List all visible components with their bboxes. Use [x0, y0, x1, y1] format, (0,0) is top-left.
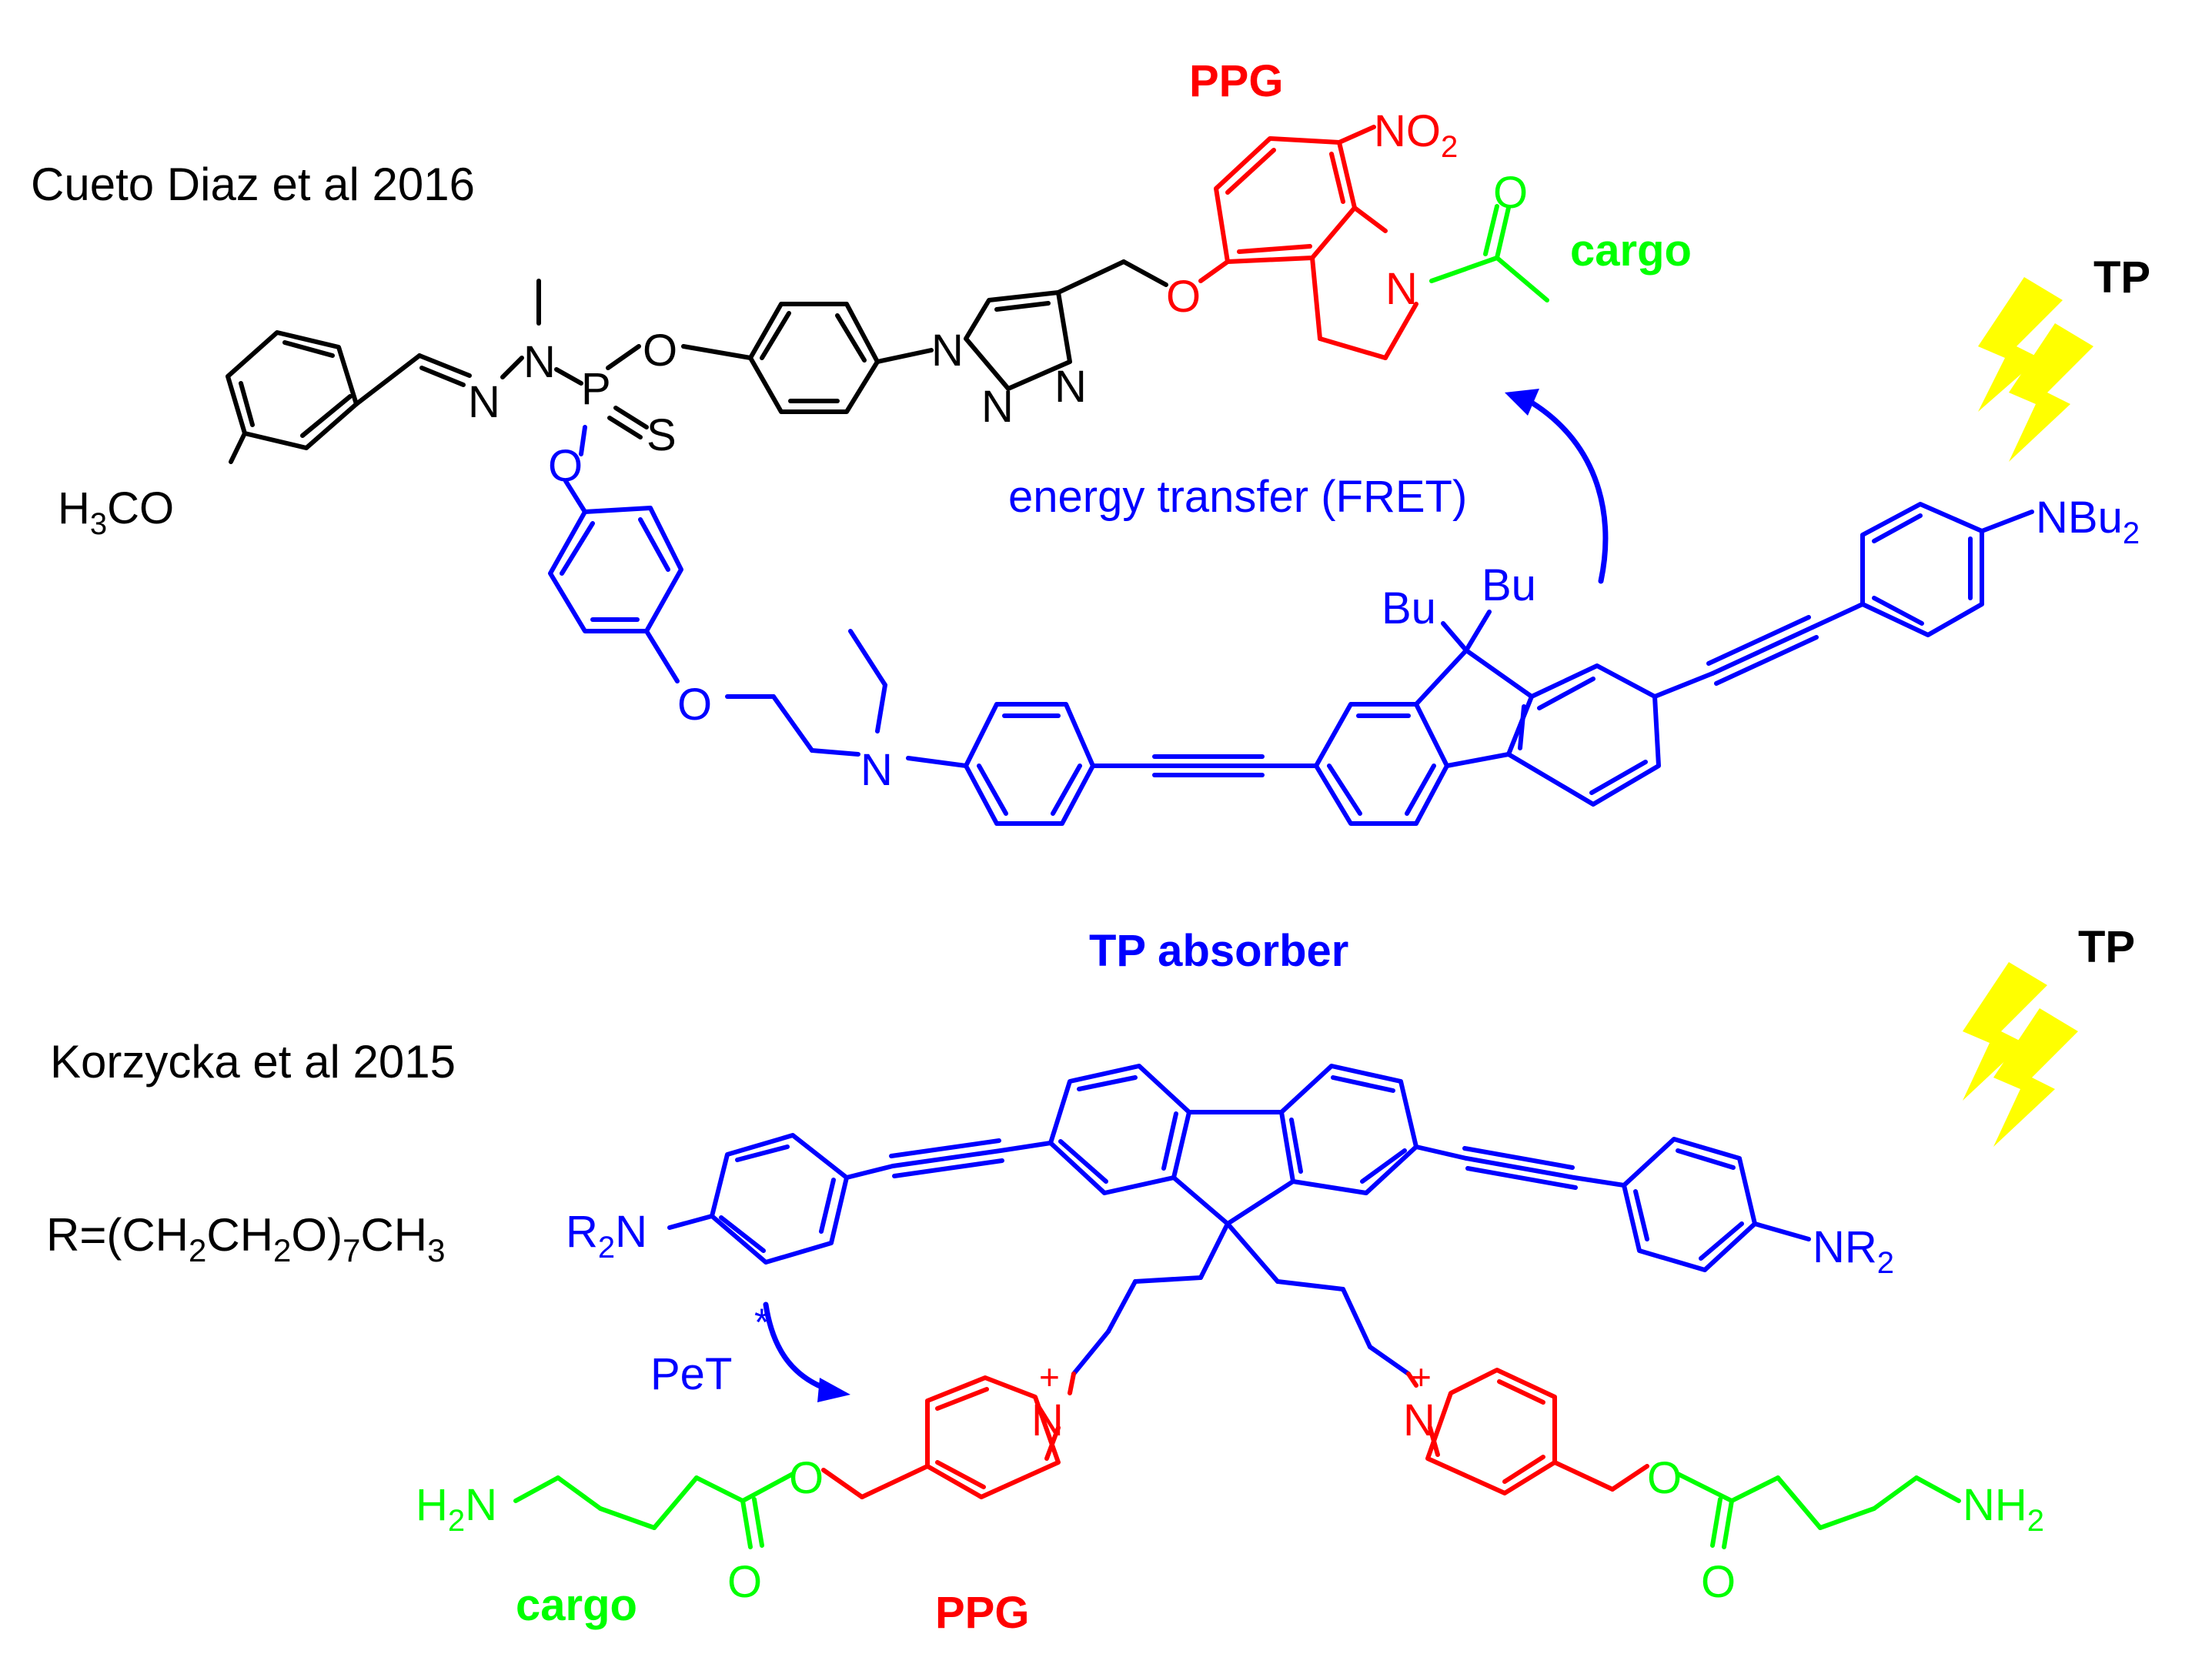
fluorene-ring-left-bottom — [1048, 1064, 1191, 1195]
atom-phosphorus: P — [581, 364, 611, 414]
aniline-ring-top — [964, 702, 1095, 826]
r-definition: R=(CH2CH2O)7CH3 — [46, 1209, 445, 1268]
triazole-ring — [964, 290, 1072, 391]
bottom-ppg-skeleton — [821, 1368, 1649, 1499]
methoxy-group: H3CO — [58, 483, 174, 541]
tp-label-bottom: TP — [2078, 922, 2135, 972]
tp-label-top: TP — [2093, 252, 2150, 302]
charge-plus-right: + — [1411, 1357, 1432, 1397]
dibutylamino-group: NBu2 — [2036, 493, 2140, 550]
phenyl-ring-top — [748, 302, 880, 414]
charge-plus-left: + — [1039, 1357, 1060, 1397]
atom-ester-o-left: O — [789, 1453, 824, 1503]
top-ppg-skeleton — [1198, 125, 1418, 360]
top-cargo-skeleton — [1429, 204, 1549, 302]
atom-amine-n: N — [860, 745, 893, 795]
lightning-group-top — [1978, 277, 2093, 462]
fluorene-ring-right-top — [1506, 663, 1661, 807]
ppg-label-bottom: PPG — [935, 1588, 1030, 1638]
butyl-left: Bu — [1382, 583, 1436, 633]
atom-acetyl-o: O — [1493, 168, 1528, 218]
aniline-ring-right-bottom — [1622, 1137, 1757, 1272]
atom-sulfur: S — [647, 410, 677, 460]
atom-pyridinium-n-left: N — [1031, 1395, 1064, 1445]
atom-indoline-n: N — [1385, 264, 1418, 314]
cargo-label-top: cargo — [1570, 226, 1692, 276]
nh2-right: NH2 — [1963, 1480, 2044, 1538]
atom-carbonyl-o-left: O — [727, 1557, 762, 1607]
cargo-label-bottom: cargo — [516, 1580, 637, 1630]
fret-arrowhead — [1505, 389, 1539, 416]
atom-o-lower: O — [548, 441, 583, 491]
pyridinium-ring-right — [1425, 1368, 1557, 1495]
aniline-ring-right-top — [1860, 502, 1984, 637]
lightning-icon — [1993, 1008, 2078, 1147]
nh2-left: H2N — [416, 1480, 497, 1538]
top-absorber-skeleton — [548, 425, 2034, 826]
atom-hydrazide-n: N — [523, 337, 556, 387]
atom-imine-n: N — [468, 377, 500, 427]
pet-star: * — [754, 1301, 769, 1344]
fret-arrow — [1525, 397, 1609, 584]
lightning-icon — [2009, 323, 2093, 462]
pet-arrow — [763, 1301, 830, 1392]
absorber-label: TP absorber — [1089, 926, 1348, 976]
atom-triazole-n2: N — [981, 382, 1014, 432]
lightning-icon — [1978, 277, 2063, 412]
nitro-group: NO2 — [1374, 106, 1458, 164]
atom-ethoxy-o: O — [677, 680, 712, 730]
fluorene-ring-right-bottom — [1279, 1064, 1418, 1195]
ppg-label-top: PPG — [1189, 56, 1284, 106]
citation-top: Cueto Diaz et al 2016 — [31, 159, 475, 210]
phenoxy-ring — [548, 506, 683, 633]
citation-bottom: Korzycka et al 2015 — [50, 1036, 456, 1088]
lightning-icon — [1963, 962, 2047, 1101]
bottom-cargo-skeleton — [513, 1472, 1961, 1549]
fluorene-ring-left-top — [1314, 702, 1449, 826]
lightning-group-bottom — [1963, 962, 2078, 1147]
nr2-right: NR2 — [1813, 1222, 1894, 1280]
bottom-absorber-skeleton — [667, 1064, 1811, 1376]
pet-arrowhead — [817, 1378, 850, 1402]
atom-carbonyl-o-right: O — [1701, 1557, 1736, 1607]
top-black-skeleton — [226, 259, 1168, 464]
anisole-ring — [226, 330, 359, 450]
atom-ester-o-right: O — [1647, 1453, 1682, 1503]
fret-label: energy transfer (FRET) — [1008, 472, 1467, 522]
pet-label: PeT — [650, 1349, 732, 1399]
atom-o-left: O — [643, 326, 677, 376]
atom-triazole-n1: N — [931, 326, 964, 376]
butyl-right: Bu — [1482, 560, 1536, 610]
nr2-left: R2N — [566, 1207, 647, 1265]
atom-ether-o: O — [1166, 272, 1201, 322]
atom-pyridinium-n-right: N — [1403, 1395, 1435, 1445]
atom-triazole-n3: N — [1054, 362, 1087, 412]
aniline-ring-left-bottom — [710, 1133, 849, 1265]
